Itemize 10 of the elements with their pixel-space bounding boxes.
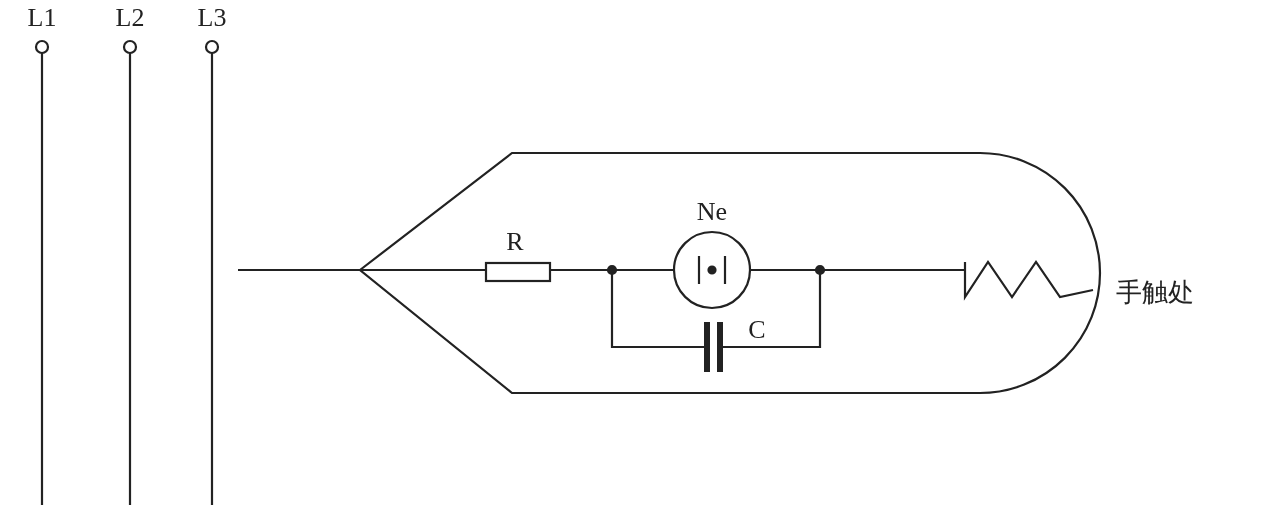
component-label: Ne xyxy=(696,199,728,225)
terminal-label: L3 xyxy=(197,5,227,31)
terminal-label: L1 xyxy=(27,5,57,31)
wire xyxy=(238,268,485,272)
touch-point-label: 手触处 xyxy=(1116,279,1194,305)
component-label: C xyxy=(748,317,766,343)
wire xyxy=(550,268,705,349)
terminal-label: L2 xyxy=(115,5,145,31)
wire xyxy=(722,268,965,349)
component-label: R xyxy=(506,229,524,255)
